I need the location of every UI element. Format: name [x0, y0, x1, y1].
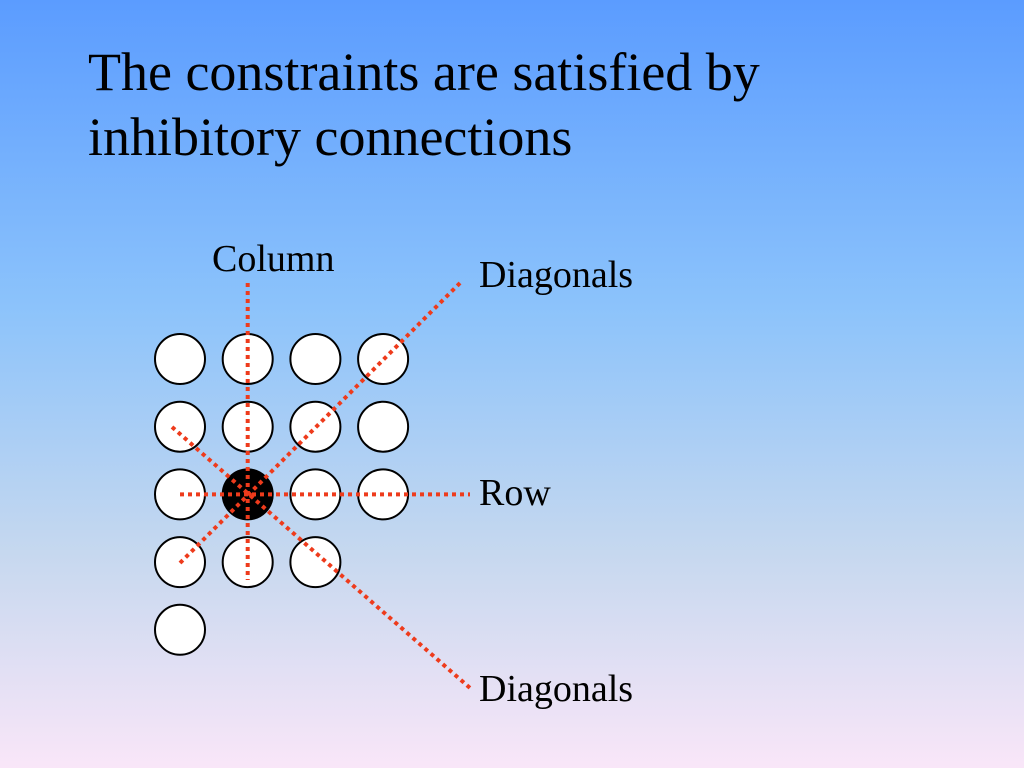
unit-r2-c4	[357, 400, 410, 453]
slide-title: The constraints are satisfied by inhibit…	[88, 42, 760, 167]
unit-r4-c2	[221, 536, 274, 589]
unit-r5-c1	[154, 603, 206, 656]
column-label: Column	[212, 238, 335, 280]
unit-r2-c1	[154, 400, 206, 453]
diagonals-bottom-label: Diagonals	[479, 668, 634, 710]
unit-r1-c3	[289, 333, 342, 385]
inhibitory-connections	[170, 279, 472, 690]
diagonals-top-label: Diagonals	[479, 254, 634, 296]
diagonal-down-connection	[170, 425, 472, 690]
diagonal-up-connection	[178, 279, 464, 565]
unit-grid	[154, 333, 410, 656]
unit-r4-c3	[289, 536, 342, 589]
row-label: Row	[479, 472, 551, 514]
unit-r1-c1	[154, 333, 206, 385]
